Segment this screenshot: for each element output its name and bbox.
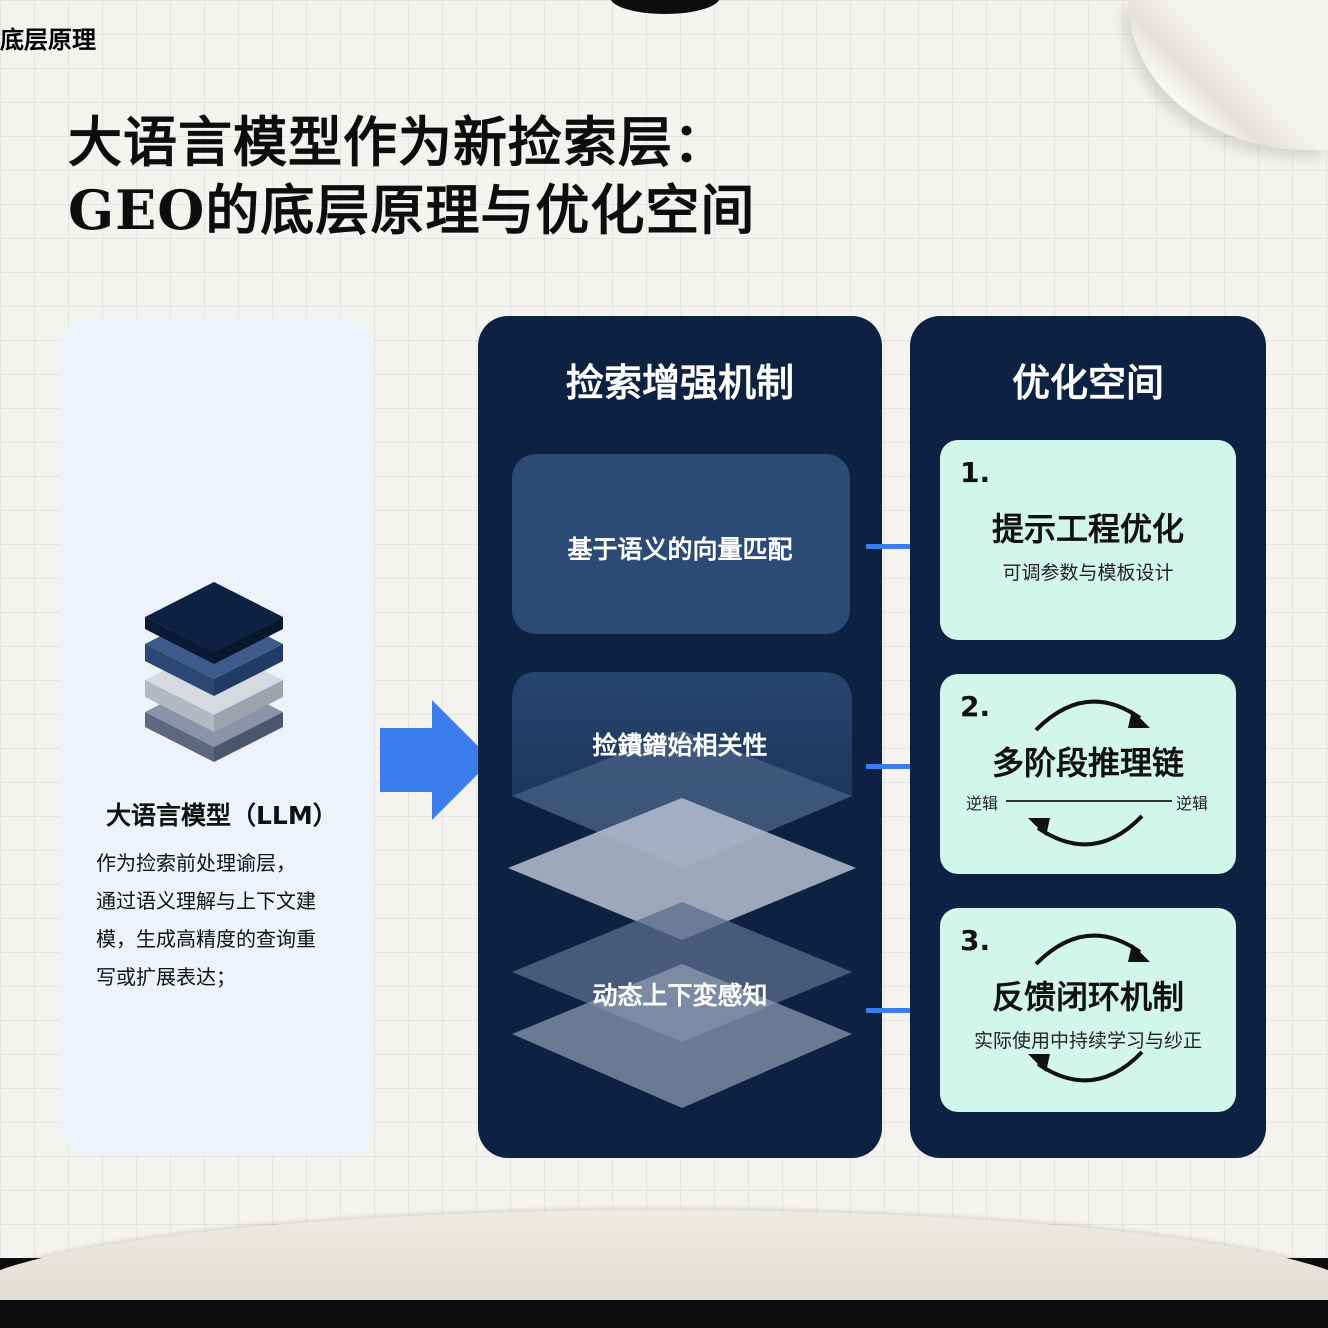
principle-heading: 底层原理 bbox=[0, 25, 96, 54]
title-line-1: 大语言模型作为新捡索层： bbox=[68, 110, 728, 174]
chain-left-label: 逆辑 bbox=[966, 794, 999, 813]
page-bottom-curve bbox=[0, 1210, 1328, 1300]
page-title: 大语言模型作为新捡索层： GEO的底层原理与优化空间 bbox=[68, 108, 755, 244]
prompt-engineering-card bbox=[940, 440, 1236, 640]
feedback-loop-card bbox=[940, 908, 1236, 1112]
llm-desc-line: 通过语义理解与上下文建 bbox=[96, 889, 316, 913]
llm-desc-line: 模，生成高精度的查询重 bbox=[96, 927, 316, 951]
semantic-matching-box bbox=[512, 454, 850, 634]
card-title: 提示工程优化 bbox=[991, 510, 1184, 548]
card-number: 3. bbox=[960, 924, 991, 957]
flow-arrow-icon bbox=[380, 700, 492, 820]
llm-description: 作为捡索前处理谕层， 通过语义理解与上下文建 模，生成高精度的查询重 写或扩展表… bbox=[96, 844, 344, 996]
cycle-arrow-top-icon bbox=[1034, 933, 1150, 966]
chain-line bbox=[1006, 800, 1172, 802]
llm-desc-line: 写或扩展表达； bbox=[96, 965, 236, 989]
llm-desc-line: 作为捡索前处理谕层， bbox=[96, 851, 296, 875]
llm-name: 大语言模型（LLM） bbox=[106, 801, 338, 830]
semantic-matching-label: 基于语义的向量匹配 bbox=[567, 535, 793, 564]
card-subtitle: 实际使用中持续学习与纱正 bbox=[973, 1030, 1202, 1052]
chain-right-label: 逆辑 bbox=[1176, 794, 1209, 813]
book-binding bbox=[610, 0, 720, 14]
layered-stack-icon bbox=[145, 582, 283, 762]
card-number: 1. bbox=[960, 456, 991, 489]
card-subtitle: 可调参数与模板设计 bbox=[1002, 562, 1174, 584]
relevance-label: 捡鐨鐠始相关性 bbox=[592, 731, 768, 760]
cycle-arrow-bottom-icon bbox=[1028, 814, 1144, 847]
card-title: 多阶段推理链 bbox=[991, 744, 1184, 782]
retrieval-heading: 捡索增强机制 bbox=[565, 361, 794, 405]
card-title: 反馈闭环机制 bbox=[991, 978, 1184, 1016]
card-number: 2. bbox=[960, 690, 991, 723]
context-awareness-label: 动态上下変感知 bbox=[592, 981, 768, 1010]
optimization-heading: 优化空间 bbox=[1011, 361, 1164, 405]
cycle-arrow-bottom-icon bbox=[1028, 1050, 1144, 1083]
page-curl bbox=[1128, 0, 1328, 150]
title-line-2: GEO的底层原理与优化空间 bbox=[68, 178, 756, 242]
retrieval-layers-graphic bbox=[508, 672, 856, 1108]
reasoning-chain-card bbox=[940, 674, 1236, 874]
cycle-arrow-top-icon bbox=[1034, 699, 1150, 732]
